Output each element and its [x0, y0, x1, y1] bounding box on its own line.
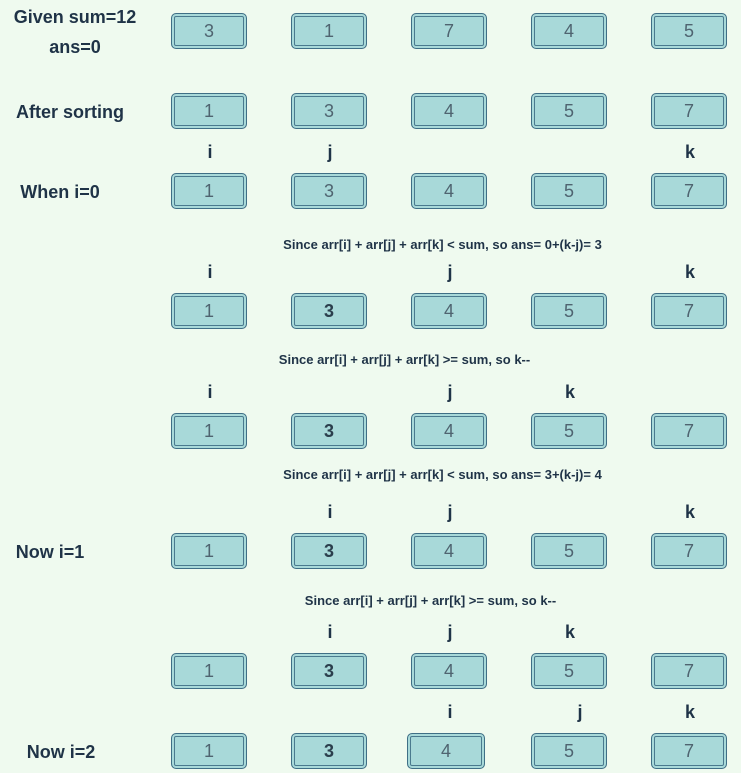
pointer-j: j	[447, 382, 453, 402]
array-cell: 1	[171, 413, 247, 449]
pointer-k: k	[684, 142, 695, 162]
array-cell: 7	[651, 293, 727, 329]
array-cell: 3	[291, 93, 367, 129]
given-sum-label: Given sum=12	[13, 7, 137, 27]
pointer-k: k	[684, 702, 695, 722]
pointer-i: i	[207, 262, 213, 282]
pointer-i: i	[447, 702, 453, 722]
array-cell: 5	[651, 13, 727, 49]
array-cell: 7	[651, 173, 727, 209]
array-cell: 4	[411, 293, 487, 329]
after-sorting-label: After sorting	[16, 102, 124, 122]
pointer-k: k	[564, 382, 575, 402]
array-cell: 5	[531, 733, 607, 769]
array-cell: 1	[291, 13, 367, 49]
array-cell: 3	[291, 293, 367, 329]
array-cell: 5	[531, 93, 607, 129]
array-cell: 7	[651, 733, 727, 769]
array-cell: 4	[411, 93, 487, 129]
now-i1-label: Now i=1	[15, 542, 85, 562]
array-cell: 3	[291, 533, 367, 569]
pointer-i: i	[327, 502, 333, 522]
array-cell: 5	[531, 413, 607, 449]
array-cell: 4	[407, 733, 485, 769]
ans-label: ans=0	[49, 37, 101, 57]
array-cell: 1	[171, 293, 247, 329]
pointer-j: j	[447, 262, 453, 282]
pointer-j: j	[447, 502, 453, 522]
step-note: Since arr[i] + arr[j] + arr[k] < sum, so…	[283, 467, 602, 482]
pointer-j: j	[447, 622, 453, 642]
pointer-i: i	[327, 622, 333, 642]
pointer-k: k	[564, 622, 575, 642]
array-cell: 4	[411, 413, 487, 449]
array-cell: 3	[291, 653, 367, 689]
pointer-k: k	[684, 262, 695, 282]
array-cell: 1	[171, 173, 247, 209]
array-cell: 7	[411, 13, 487, 49]
pointer-j: j	[327, 142, 333, 162]
pointer-i: i	[207, 382, 213, 402]
array-cell: 5	[531, 653, 607, 689]
array-cell: 4	[531, 13, 607, 49]
step-note: Since arr[i] + arr[j] + arr[k] < sum, so…	[283, 237, 602, 252]
now-i2-label: Now i=2	[26, 742, 96, 762]
step-note: Since arr[i] + arr[j] + arr[k] >= sum, s…	[278, 352, 531, 367]
array-cell: 7	[651, 413, 727, 449]
pointer-k: k	[684, 502, 695, 522]
array-cell: 4	[411, 533, 487, 569]
pointer-j: j	[577, 702, 583, 722]
array-cell: 5	[531, 173, 607, 209]
array-cell: 1	[171, 733, 247, 769]
array-cell: 7	[651, 533, 727, 569]
step-note: Since arr[i] + arr[j] + arr[k] >= sum, s…	[304, 593, 557, 608]
array-cell: 4	[411, 173, 487, 209]
array-cell: 5	[531, 293, 607, 329]
array-cell: 7	[651, 93, 727, 129]
pointer-i: i	[207, 142, 213, 162]
array-cell: 3	[171, 13, 247, 49]
array-cell: 5	[531, 533, 607, 569]
array-cell: 1	[171, 653, 247, 689]
array-cell: 3	[291, 413, 367, 449]
array-cell: 7	[651, 653, 727, 689]
array-cell: 3	[291, 173, 367, 209]
when-i0-label: When i=0	[20, 182, 100, 202]
array-cell: 4	[411, 653, 487, 689]
array-cell: 1	[171, 533, 247, 569]
array-cell: 3	[291, 733, 367, 769]
array-cell: 1	[171, 93, 247, 129]
